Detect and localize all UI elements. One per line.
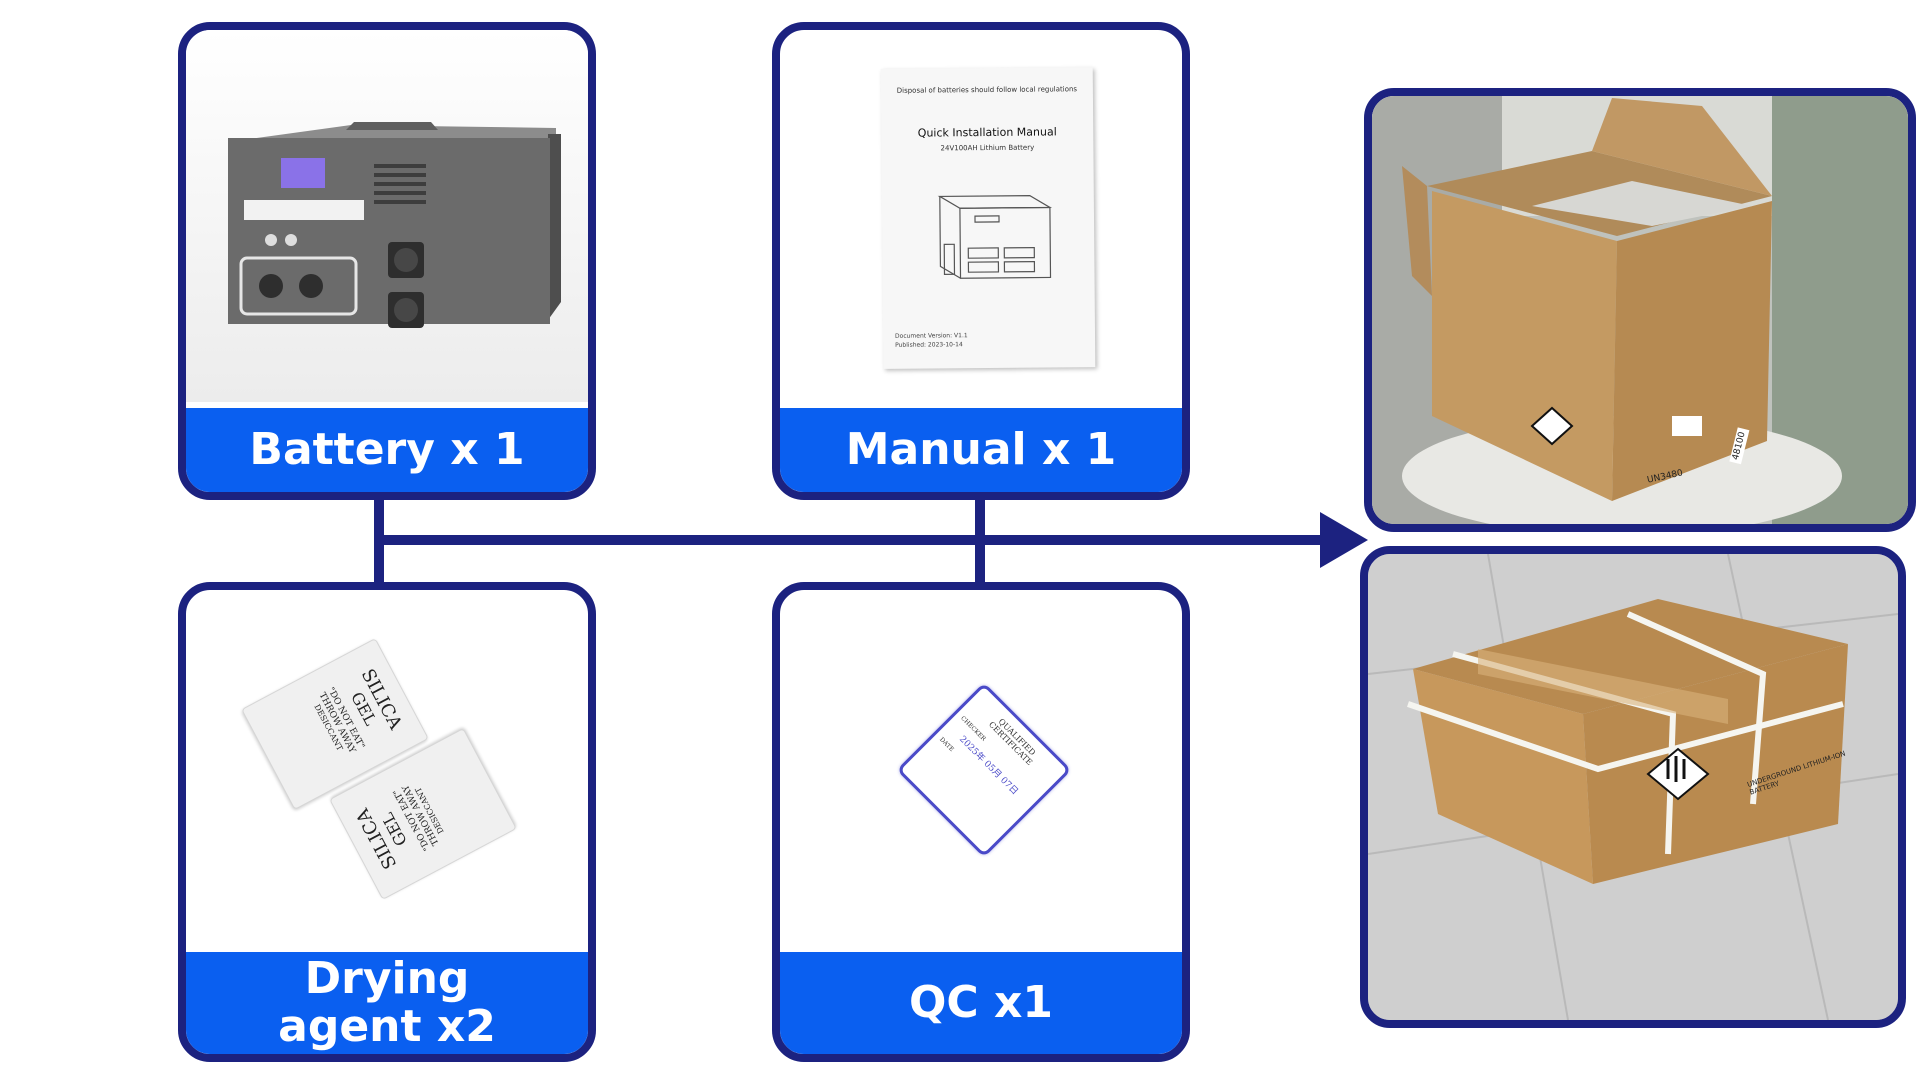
battery-card: Battery x 1 [178, 22, 596, 500]
battery-image [186, 30, 588, 402]
manual-title: Quick Installation Manual [917, 125, 1057, 140]
drying-agent-label: Drying agent x2 [186, 952, 588, 1054]
battery-label: Battery x 1 [186, 408, 588, 492]
arrow-head-icon [1320, 512, 1368, 568]
qc-card: QUALIFIED CERTIFICATE CHECKER 2025年 05月 … [772, 582, 1190, 1062]
qc-sticker: QUALIFIED CERTIFICATE CHECKER 2025年 05月 … [896, 682, 1072, 858]
qc-image: QUALIFIED CERTIFICATE CHECKER 2025年 05月 … [780, 590, 1182, 960]
manual-booklet: Disposal of batteries should follow loca… [880, 67, 1096, 369]
connector-horizontal [374, 535, 1324, 545]
manual-card: Disposal of batteries should follow loca… [772, 22, 1190, 500]
manual-drawing [937, 195, 1053, 279]
manual-subtitle: 24V100AH Lithium Battery [940, 143, 1035, 153]
open-box-photo: UN3480 48100 [1364, 88, 1916, 532]
qc-label: QC x1 [780, 952, 1182, 1054]
manual-top-note: Disposal of batteries should follow loca… [896, 85, 1078, 95]
manual-label: Manual x 1 [780, 408, 1182, 492]
manual-image: Disposal of batteries should follow loca… [780, 30, 1182, 402]
drying-agent-image: SILICA GEL "DO NOT EAT" THROW AWAY DESIC… [186, 590, 588, 960]
manual-version: Document Version: V1.1 [894, 332, 968, 340]
drying-agent-card: SILICA GEL "DO NOT EAT" THROW AWAY DESIC… [178, 582, 596, 1062]
manual-published: Published: 2023-10-14 [895, 341, 963, 349]
sealed-box-photo: UNDERGROUND LITHIUM-ION BATTERY [1360, 546, 1906, 1028]
